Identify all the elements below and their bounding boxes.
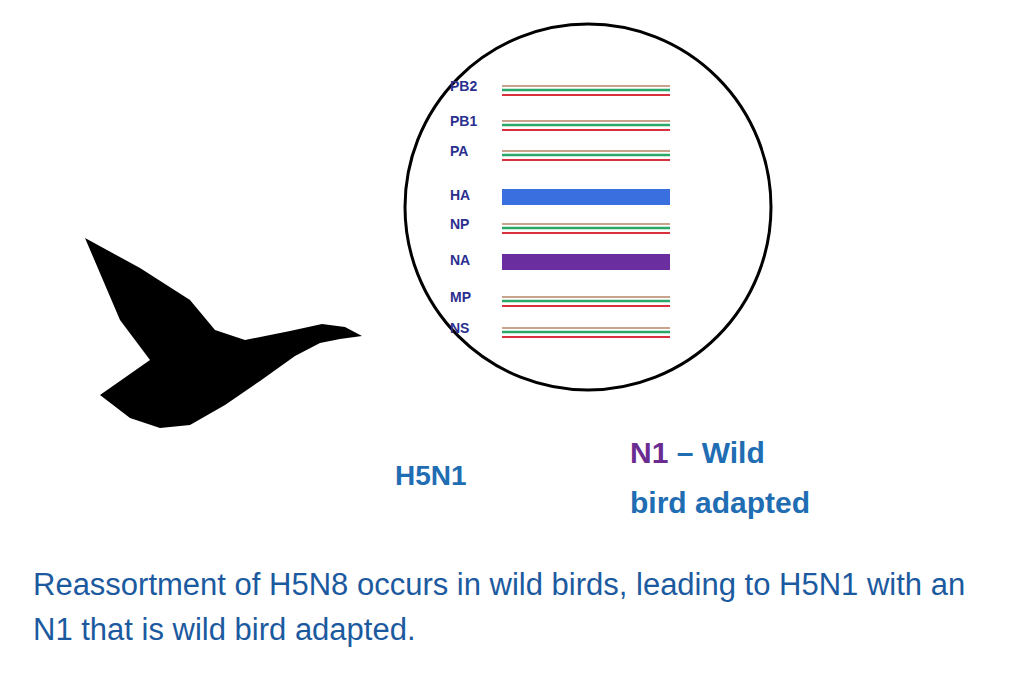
- segment-name: PA: [450, 142, 468, 160]
- segment-strand: [502, 300, 670, 303]
- segment-strand: [502, 124, 670, 127]
- note-highlight: N1: [630, 436, 668, 469]
- segment-strand: [502, 336, 670, 338]
- segment-name: HA: [450, 186, 470, 204]
- segment-strand: [502, 296, 670, 298]
- segment-name: PB1: [450, 112, 477, 130]
- segment-name: MP: [450, 288, 471, 306]
- segment-strand: [502, 94, 670, 96]
- caption: Reassortment of H5N8 occurs in wild bird…: [33, 562, 1008, 652]
- segment-name: NA: [450, 251, 470, 269]
- note-block: N1 – Wild bird adapted: [630, 428, 822, 528]
- circle-outline: [405, 24, 771, 390]
- segment-strand: [502, 227, 670, 230]
- circle-outline-svg: [403, 22, 773, 392]
- segment-strand: [502, 85, 670, 87]
- segment-strand: [502, 120, 670, 122]
- segment-strand: [502, 232, 670, 234]
- segment-name: PB2: [450, 77, 477, 95]
- segment-strand: [502, 331, 670, 334]
- segment-strand: [502, 305, 670, 307]
- segment-bar: [502, 189, 670, 205]
- segment-bar: [502, 254, 670, 270]
- segment-strand: [502, 89, 670, 92]
- segment-strand: [502, 159, 670, 161]
- goose-body: [85, 238, 362, 428]
- segment-name: NP: [450, 215, 469, 233]
- segment-strand: [502, 150, 670, 152]
- genome-circle: PB2PB1PA HA NP NA MP NS: [403, 22, 773, 392]
- subtype-label: H5N1: [395, 460, 467, 492]
- segment-strand: [502, 327, 670, 329]
- segment-strand: [502, 154, 670, 157]
- segment-strand: [502, 129, 670, 131]
- segment-strand: [502, 223, 670, 225]
- segment-name: NS: [450, 319, 469, 337]
